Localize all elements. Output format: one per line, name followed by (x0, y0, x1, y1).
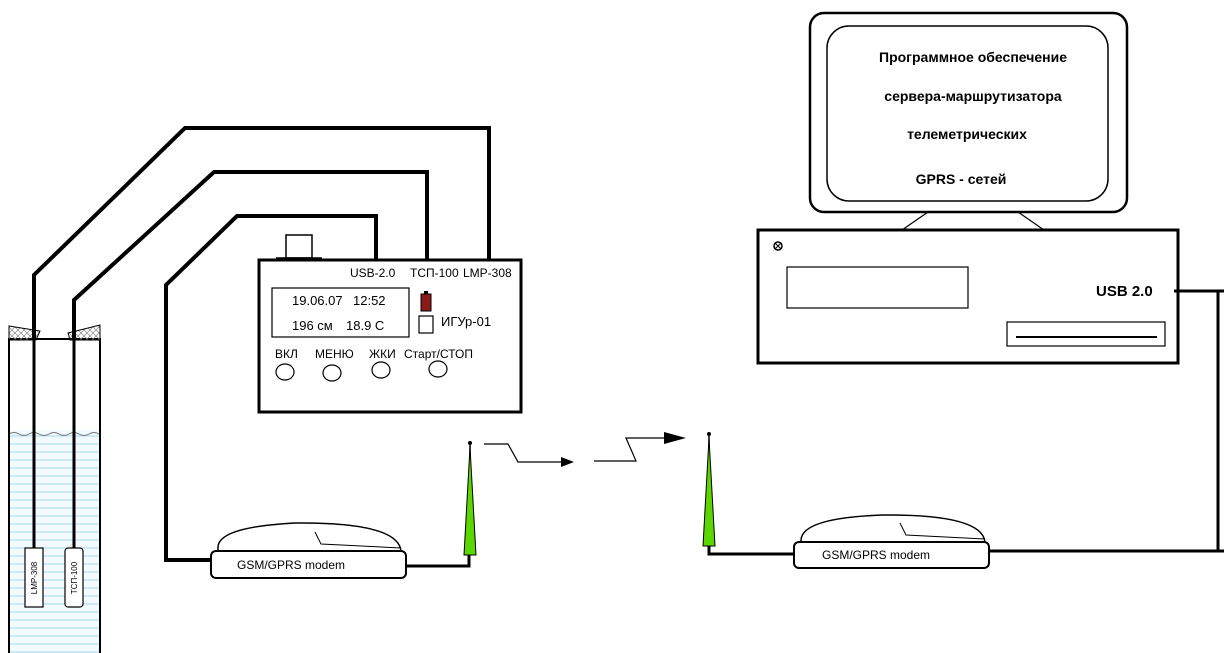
modem-left: GSM/GPRS modem (210, 522, 407, 579)
cables (32, 126, 491, 562)
software-line2: сервера-маршрутизатора (884, 88, 1062, 104)
water-surface (8, 432, 100, 436)
screen-time: 12:52 (353, 293, 386, 308)
screen-level: 196 см (292, 318, 333, 333)
usb-connector (285, 234, 313, 259)
modem-right: GSM/GPRS modem (793, 514, 990, 569)
cable-antenna-modem-right (707, 546, 794, 556)
device-igur: USB-2.0 ТСП-100 LMP-308 19.06.07 12:52 1… (257, 234, 523, 414)
button-menu[interactable] (322, 364, 342, 382)
usb-label: USB 2.0 (1096, 283, 1153, 300)
modem-left-label: GSM/GPRS modem (237, 558, 345, 572)
computer-case: USB 2.0 (756, 228, 1180, 365)
water-body (9, 430, 100, 653)
indicator-empty (418, 315, 434, 334)
well (8, 324, 101, 653)
arrow-right (561, 457, 574, 467)
button-startstop-label: Старт/СТОП (404, 347, 473, 361)
device-screen (271, 287, 410, 338)
monitor-screen (826, 25, 1109, 202)
button-lcd[interactable] (371, 361, 391, 379)
cable-usb-modem (164, 214, 378, 562)
cable-modem-antenna-left (406, 555, 471, 568)
button-menu-label: МЕНЮ (315, 347, 354, 361)
indicator-red (420, 293, 432, 312)
button-lcd-label: ЖКИ (369, 347, 396, 361)
cable-lmp (32, 126, 491, 340)
sensor-lmp-label: LMP-308 (30, 561, 39, 594)
sensor-tsp: ТСП-100 (64, 547, 84, 608)
sensor-tsp-label: ТСП-100 (70, 561, 79, 594)
button-startstop[interactable] (428, 360, 448, 378)
cable-tsp (72, 170, 429, 340)
port-tsp-label: ТСП-100 (410, 266, 459, 280)
sensor-lmp: LMP-308 (24, 547, 44, 608)
software-line4: GPRS - сетей (916, 171, 1007, 187)
screen-temp: 18.9 C (346, 318, 384, 333)
radio-link (484, 432, 686, 467)
screen-date: 19.06.07 (292, 293, 343, 308)
drive-bay (786, 266, 969, 309)
floppy-slot (1006, 321, 1166, 347)
button-on[interactable] (275, 363, 295, 381)
port-lmp-label: LMP-308 (463, 266, 512, 280)
device-name: ИГУр-01 (441, 314, 491, 329)
software-line3: телеметрических (907, 126, 1027, 142)
arrow-right-2 (664, 432, 686, 444)
antenna-right (702, 432, 716, 547)
software-line1: Программное обеспечение (879, 49, 1067, 65)
antenna-left (463, 441, 477, 556)
button-on-label: ВКЛ (275, 347, 298, 361)
modem-right-label: GSM/GPRS modem (822, 548, 930, 562)
port-usb-label: USB-2.0 (350, 266, 396, 280)
computer-monitor: Программное обеспечение сервера-маршрути… (808, 11, 1129, 231)
